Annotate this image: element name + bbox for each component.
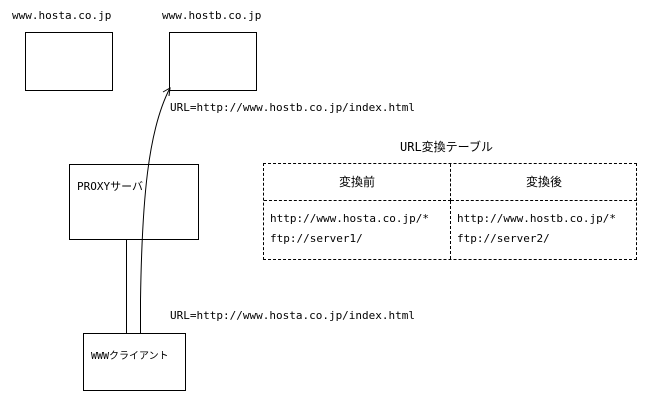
arrow-head-icon [162,87,171,97]
host-a-box [25,32,113,91]
host-a-label: www.hosta.co.jp [12,9,112,22]
url-requested: URL=http://www.hosta.co.jp/index.html [170,309,416,322]
before-row-2: ftp://server1/ [270,232,363,245]
before-row-1: http://www.hosta.co.jp/* [270,212,429,225]
after-row-2: ftp://server2/ [457,232,550,245]
client-label: WWWクライアント [91,351,169,362]
url-redirected: URL=http://www.hostb.co.jp/index.html [170,101,416,114]
host-b-box [169,32,257,91]
table-title: URL変換テーブル [400,140,493,154]
header-before: 変換前 [264,164,451,201]
request-arrow-curve [140,87,171,333]
url-conversion-table: 変換前 変換後 http://www.hosta.co.jp/* ftp://s… [263,163,637,260]
proxy-label: PROXYサーバ [77,180,144,193]
after-row-1: http://www.hostb.co.jp/* [457,212,616,225]
cell-after: http://www.hostb.co.jp/* ftp://server2/ [451,201,637,259]
cell-before: http://www.hosta.co.jp/* ftp://server1/ [264,201,451,259]
proxy-server-box: PROXYサーバ [69,164,199,240]
www-client-box: WWWクライアント [83,333,186,391]
header-after: 変換後 [451,164,637,201]
host-b-label: www.hostb.co.jp [162,9,262,22]
